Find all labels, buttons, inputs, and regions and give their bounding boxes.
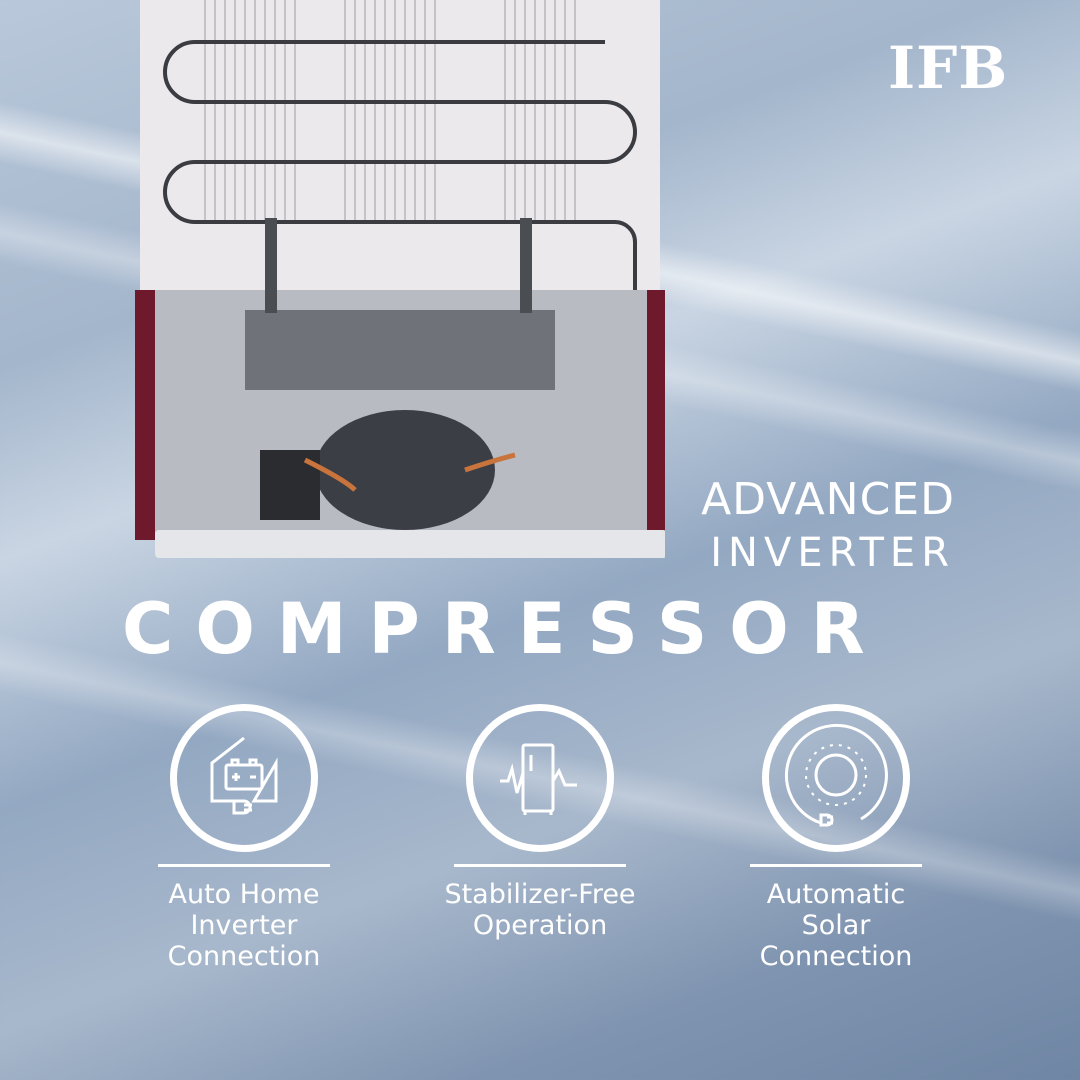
feature-label: Automatic bbox=[766, 879, 906, 910]
headline-inverter: INVERTER bbox=[710, 530, 955, 576]
feature-label: Solar bbox=[801, 910, 871, 941]
feature-label: Stabilizer-Free bbox=[444, 879, 636, 910]
fridge-voltage-wave-icon bbox=[466, 704, 614, 852]
feature-label: Connection bbox=[759, 941, 913, 972]
ifb-logo: IFB bbox=[888, 34, 1009, 102]
divider bbox=[158, 864, 330, 867]
divider bbox=[750, 864, 922, 867]
sun-plug-icon bbox=[762, 704, 910, 852]
feature-label: Inverter bbox=[190, 910, 298, 941]
refrigerator-back-image bbox=[135, 0, 665, 558]
feature-label: Connection bbox=[167, 941, 321, 972]
feature-label: Operation bbox=[472, 910, 608, 941]
headline-advanced: ADVANCED bbox=[701, 474, 955, 525]
feature-label: Auto Home bbox=[168, 879, 320, 910]
headline-compressor: COMPRESSOR bbox=[122, 588, 887, 670]
divider bbox=[454, 864, 626, 867]
home-battery-plug-icon bbox=[170, 704, 318, 852]
